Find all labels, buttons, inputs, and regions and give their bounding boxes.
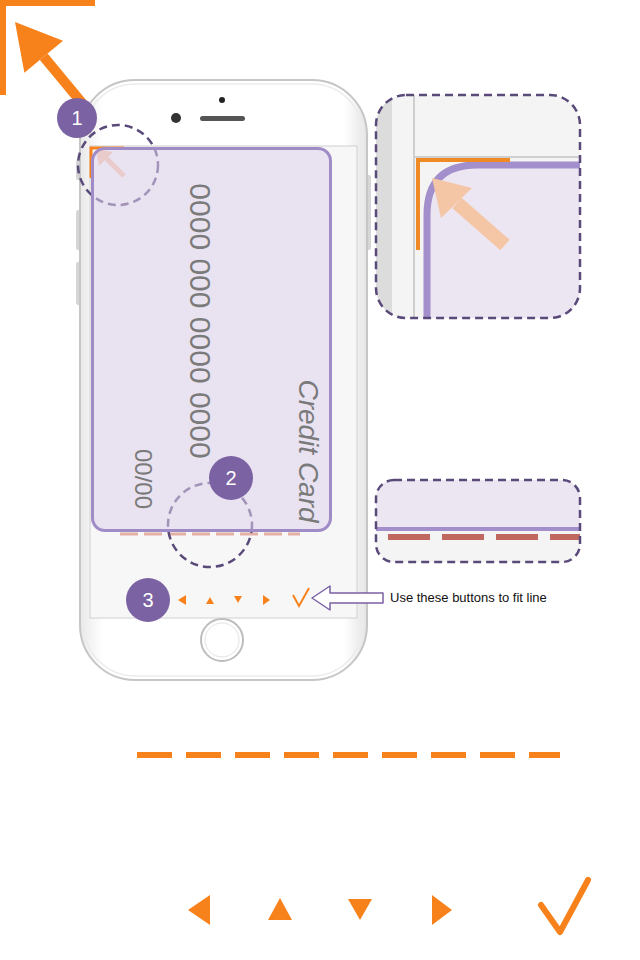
zoom-panel-corner-part-part	[376, 95, 580, 318]
zoom-panel-corner-part-part	[457, 203, 505, 245]
zoom-panel-edge-part	[376, 480, 580, 562]
zoom-panel-corner-part	[376, 95, 580, 318]
instruction-note: Use these buttons to fit line	[390, 590, 547, 606]
phone-part	[219, 97, 225, 103]
zoom-panel-corner-part-part	[413, 95, 415, 318]
callout-label: 2	[225, 468, 236, 488]
zoom-panel-corner-part-part	[418, 160, 510, 250]
zoom-panel-corner-part-part	[414, 156, 580, 158]
phone-part	[201, 619, 243, 661]
phone-part	[171, 113, 181, 123]
zoom-panel-edge	[376, 480, 580, 562]
phone-part	[200, 116, 245, 121]
callout-number: 2	[209, 456, 253, 500]
card-expiry: 00/00	[131, 449, 155, 509]
large-buttons-part	[432, 895, 452, 925]
small-buttons-part	[293, 588, 309, 606]
zoom-panel-corner-part-part	[432, 178, 472, 218]
zoom-panel-corner-part-part	[427, 165, 580, 318]
pointer-arrow-part	[312, 586, 383, 610]
small-buttons-part	[178, 595, 186, 605]
small-buttons-part	[206, 597, 214, 604]
guide-dashed-line	[137, 755, 560, 756]
small-buttons-part	[234, 596, 242, 603]
large-buttons-part	[188, 895, 210, 925]
zoom-panel-edge-part-part	[376, 480, 580, 529]
callout-number: 1	[57, 98, 97, 138]
large-buttons	[188, 880, 588, 932]
zoom-panel-edge-part-part	[376, 527, 580, 531]
card-number: 0000 000 0000 0000	[185, 183, 215, 458]
callout-label: 1	[71, 108, 82, 128]
guide-dashed-line-part	[137, 752, 560, 758]
card-fit-marks-part	[120, 533, 300, 536]
small-buttons-part	[263, 595, 270, 605]
card-title: Credit Card	[294, 379, 322, 522]
zoom-panel-corner-part	[376, 95, 580, 318]
small-buttons	[178, 588, 309, 606]
corner-guide-arrow-part	[3, 3, 95, 95]
zoom-panel-corner-part-part	[376, 95, 392, 318]
large-buttons-part	[268, 898, 292, 920]
zoom-panel-edge-part-part	[376, 480, 580, 562]
large-buttons-part	[348, 899, 372, 920]
zoom-panel-corner-part-part	[427, 165, 580, 318]
zoom-panel-edge-part-part	[388, 534, 580, 540]
phone-part	[84, 84, 363, 676]
callout-number: 3	[126, 578, 170, 622]
phone-part	[205, 623, 239, 657]
pointer-arrow	[312, 586, 383, 610]
corner-guide-arrow-part	[15, 22, 63, 73]
phone-part	[90, 146, 357, 618]
callout-label: 3	[142, 590, 153, 610]
large-buttons-part	[541, 880, 588, 932]
zoom-panel-corner	[376, 95, 580, 318]
zoom-panel-edge-part	[376, 480, 580, 562]
